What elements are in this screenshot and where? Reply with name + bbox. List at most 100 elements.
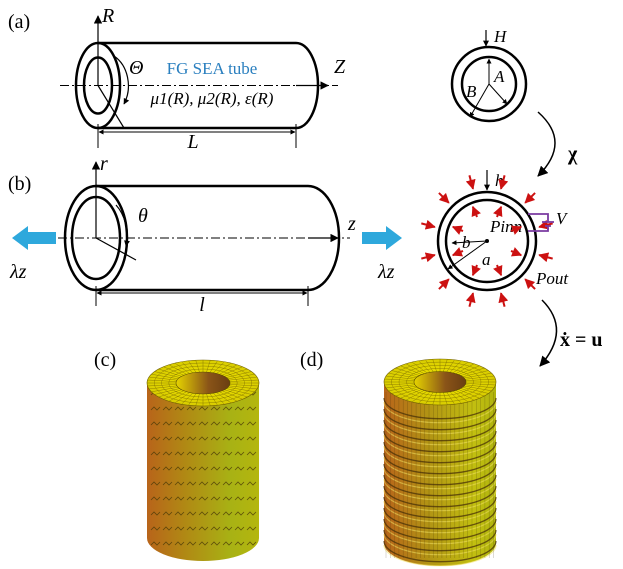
- wrinkle-mark: [150, 421, 161, 426]
- length-dim-a: [97, 124, 297, 148]
- wrinkle-mark: [174, 451, 185, 456]
- wrinkle-mark: [246, 511, 257, 516]
- wrinkle-mark: [222, 481, 233, 486]
- wrinkle-mark: [234, 451, 245, 456]
- wrinkle-mark: [234, 421, 245, 426]
- wrinkle-mark: [150, 406, 161, 411]
- stretch-label-right: λz: [377, 261, 395, 283]
- wrinkle-mark: [210, 421, 221, 426]
- tube-render-d: [383, 358, 497, 567]
- outer-pressure-arrow: [538, 252, 553, 263]
- outer-radius-label-ref: B: [466, 82, 477, 101]
- mesh-ring: [168, 368, 238, 398]
- wrinkle-highlight: [383, 456, 497, 479]
- wrinkle-ring: [383, 430, 497, 453]
- wrinkle-mark: [186, 436, 197, 441]
- wrinkle-highlight: [383, 511, 497, 534]
- wrinkle-mark: [222, 451, 233, 456]
- wrinkle-mark: [210, 406, 221, 411]
- axis-Z-label: Z: [334, 56, 346, 78]
- wrinkle-mark: [246, 541, 257, 546]
- wrinkle-mark: [174, 436, 185, 441]
- wrinkle-mark: [198, 496, 209, 501]
- wrinkle-ring: [383, 441, 497, 464]
- wrinkle-mark: [198, 481, 209, 486]
- wrinkle-ring: [383, 507, 497, 530]
- mesh-ring: [154, 362, 252, 404]
- wrinkle-mark: [186, 496, 197, 501]
- wrinkle-mark: [234, 466, 245, 471]
- wrinkle-ring: [383, 463, 497, 486]
- wrinkle-mark: [222, 466, 233, 471]
- wrinkle-mark: [246, 481, 257, 486]
- inner-pressure-arrow: [510, 247, 523, 257]
- wrinkle-mark: [198, 421, 209, 426]
- inner-radius-label-cur: b: [462, 233, 471, 252]
- wrinkle-mark: [162, 406, 173, 411]
- wrinkle-mark: [174, 496, 185, 501]
- wrinkle-mark: [246, 466, 257, 471]
- stretch-label-left: λz: [9, 261, 27, 283]
- length-label-b: l: [199, 294, 205, 316]
- wrinkle-mark: [234, 406, 245, 411]
- wrinkle-ring: [383, 408, 497, 431]
- wrinkle-highlight: [383, 445, 497, 468]
- wrinkle-mark: [186, 526, 197, 531]
- wrinkle-mark: [198, 451, 209, 456]
- wrinkle-highlight: [383, 434, 497, 457]
- wrinkle-ring: [383, 452, 497, 475]
- wrinkle-mark: [210, 541, 221, 546]
- wrinkle-mark: [150, 541, 161, 546]
- wrinkle-mark: [150, 436, 161, 441]
- stretch-arrow-left: [12, 226, 56, 250]
- outer-pressure-arrow: [498, 292, 509, 307]
- outer-pressure-arrow: [524, 192, 536, 204]
- wrinkle-mark: [222, 406, 233, 411]
- angle-label-b: θ: [138, 205, 148, 227]
- mesh-ring: [161, 365, 245, 401]
- wrinkle-mark: [246, 451, 257, 456]
- wrinkle-mark: [174, 541, 185, 546]
- inner-radius-arrow-cur: [451, 240, 488, 246]
- wrinkle-mark: [234, 496, 245, 501]
- perturbation-arrow: [539, 299, 558, 367]
- outer-pressure-label: Pout: [535, 269, 569, 288]
- cur-section: [436, 190, 538, 292]
- mesh-ring: [391, 361, 489, 403]
- wrinkle-mark: [186, 481, 197, 486]
- tube-b: [58, 184, 350, 292]
- material-functions: μ1(R), μ2(R), ε(R): [150, 89, 274, 108]
- inner-pressure-arrows: [451, 205, 523, 277]
- outer-pressure-arrow: [524, 278, 536, 290]
- wrinkle-ring: [383, 474, 497, 497]
- wrinkle-mark: [186, 406, 197, 411]
- wrinkle-highlight: [383, 533, 497, 556]
- wrinkle-mark: [198, 541, 209, 546]
- wrinkle-mark: [186, 541, 197, 546]
- wrinkle-mark: [234, 526, 245, 531]
- wrinkle-mark: [162, 481, 173, 486]
- wrinkle-mark: [174, 511, 185, 516]
- wrinkle-mark: [222, 511, 233, 516]
- outer-radius-arrow-ref: [469, 83, 490, 118]
- wrinkle-mark: [198, 511, 209, 516]
- wrinkle-highlight: [383, 423, 497, 446]
- wrinkle-mark: [198, 526, 209, 531]
- length-label-a: L: [186, 131, 198, 153]
- thickness-label-ref: H: [493, 27, 508, 46]
- wrinkle-mark: [210, 526, 221, 531]
- angle-arc-a: [113, 55, 130, 105]
- wrinkle-mark: [234, 436, 245, 441]
- wrinkle-mark: [198, 466, 209, 471]
- wrinkle-mark: [150, 481, 161, 486]
- axis-R-label: R: [101, 5, 114, 27]
- wrinkle-highlight: [383, 478, 497, 501]
- wrinkle-mark: [174, 421, 185, 426]
- wrinkle-mark: [186, 421, 197, 426]
- outer-pressure-arrow: [421, 252, 436, 263]
- inner-pressure-arrow: [510, 225, 523, 235]
- wrinkle-mark: [186, 451, 197, 456]
- mesh-ring: [406, 368, 474, 396]
- wrinkle-highlight: [383, 522, 497, 545]
